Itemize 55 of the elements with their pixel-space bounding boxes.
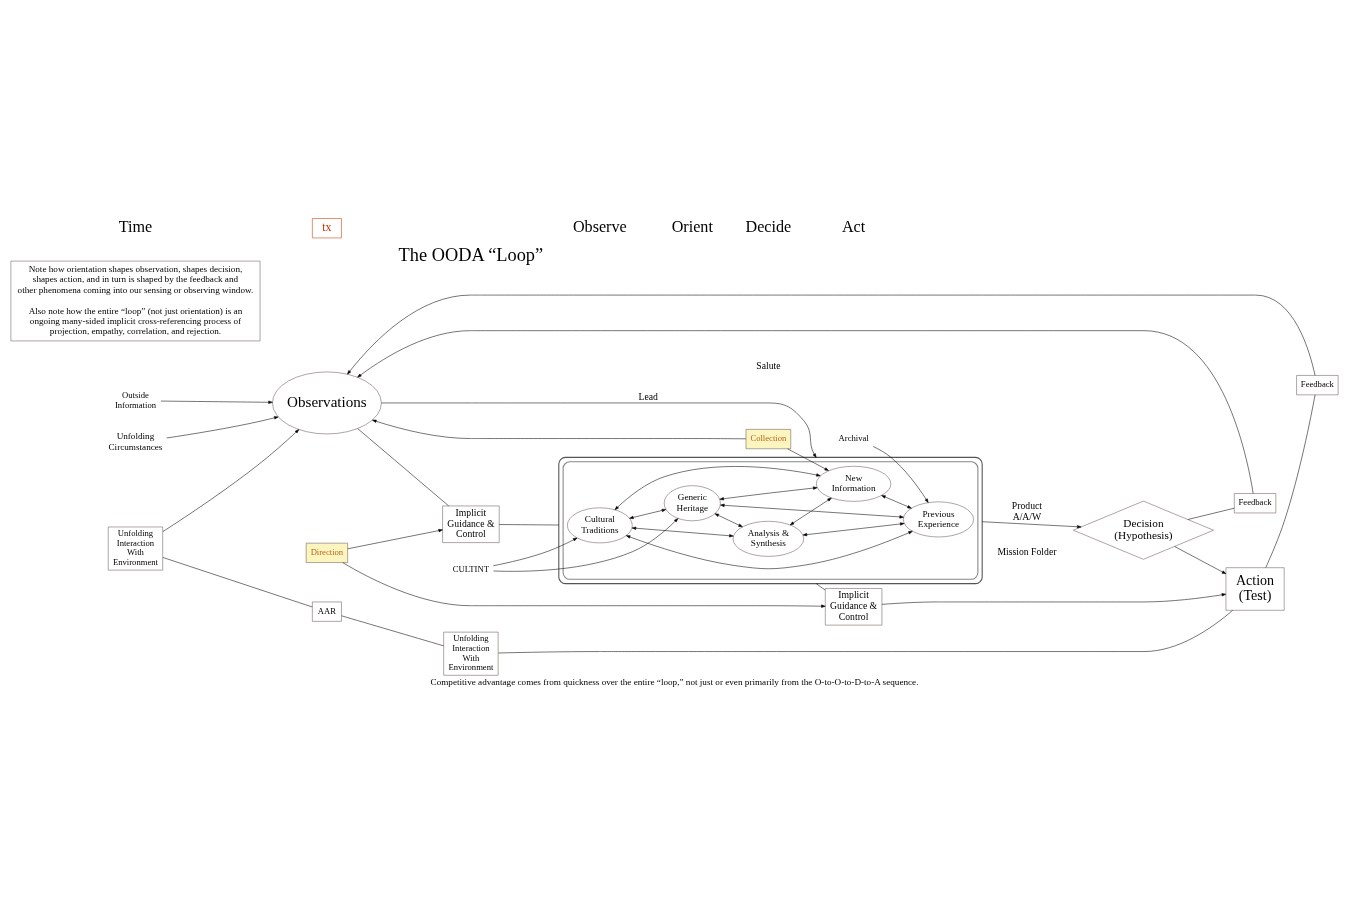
arrow [802, 522, 905, 537]
label: Orient [671, 218, 713, 236]
node-box: Feedback [1234, 493, 1277, 514]
arrow [881, 495, 912, 509]
node-box: Collection [745, 429, 792, 450]
label: Decide [745, 218, 792, 236]
arrow [872, 446, 929, 503]
node-box: Direction [305, 542, 348, 563]
node-box: AAR [312, 601, 342, 622]
node-box: Unfolding Interaction With Environment [107, 526, 163, 571]
node-diamond: Decision (Hypothesis) [1073, 500, 1214, 560]
arrow [160, 400, 273, 404]
arrow [381, 402, 817, 458]
arrow [493, 518, 679, 572]
node-text: Outside Information [114, 389, 157, 410]
arrow [347, 529, 443, 550]
arrow [631, 526, 734, 538]
connector [816, 583, 826, 591]
caption: Competitive advantage comes from quickness over the entire “loop,” not just or even primarily from the O-to-O-to-D-to-A sequence. [430, 676, 919, 687]
arrow [789, 497, 832, 526]
node-text: Archival [838, 433, 869, 444]
arrow [614, 466, 821, 511]
diagram-title: The OODA “Loop” [398, 244, 544, 265]
arrow [629, 508, 667, 519]
arrow [166, 416, 279, 439]
edge-label: Product A/A/W [1011, 499, 1043, 522]
label: Act [841, 218, 866, 236]
node-box: Feedback [1296, 375, 1339, 396]
label: Mission Folder [997, 545, 1057, 557]
arrow [1174, 546, 1227, 575]
node-box: Action (Test) [1225, 567, 1285, 611]
node-box: Implicit Guidance & Control [825, 588, 883, 626]
node-text: Unfolding Circumstances [108, 431, 163, 452]
node-box: Unfolding Interaction With Environment [443, 631, 499, 676]
arrow [719, 486, 818, 501]
label: Time [118, 218, 153, 236]
arrow [342, 562, 826, 608]
node-box: Implicit Guidance & Control [442, 505, 500, 543]
arrow [493, 537, 578, 566]
arrow [347, 294, 1316, 376]
arrow [372, 419, 747, 440]
arrow [714, 513, 743, 528]
label: Salute [756, 360, 781, 372]
arrow [981, 521, 1082, 529]
arrow [626, 530, 913, 570]
label: tx [322, 220, 332, 235]
arrow [881, 593, 1227, 605]
arrow [162, 429, 300, 532]
label: Observe [572, 218, 627, 236]
node-box: Note how orientation shapes observation, shapes decision, shapes action, and in turn is shaped by the feedback and other phenomena coming into our sensing or observing window. Also note how the entire “loop” (not just orientation) is an ongoing many-sided implicit cross-referencing process of projection, empathy, correlation, and rejection. [10, 260, 261, 342]
node-text: CULTINT [452, 563, 489, 574]
arrow [357, 330, 1254, 494]
edge-label: Lead [638, 390, 658, 402]
arrow [720, 503, 904, 519]
arrow [787, 448, 829, 471]
